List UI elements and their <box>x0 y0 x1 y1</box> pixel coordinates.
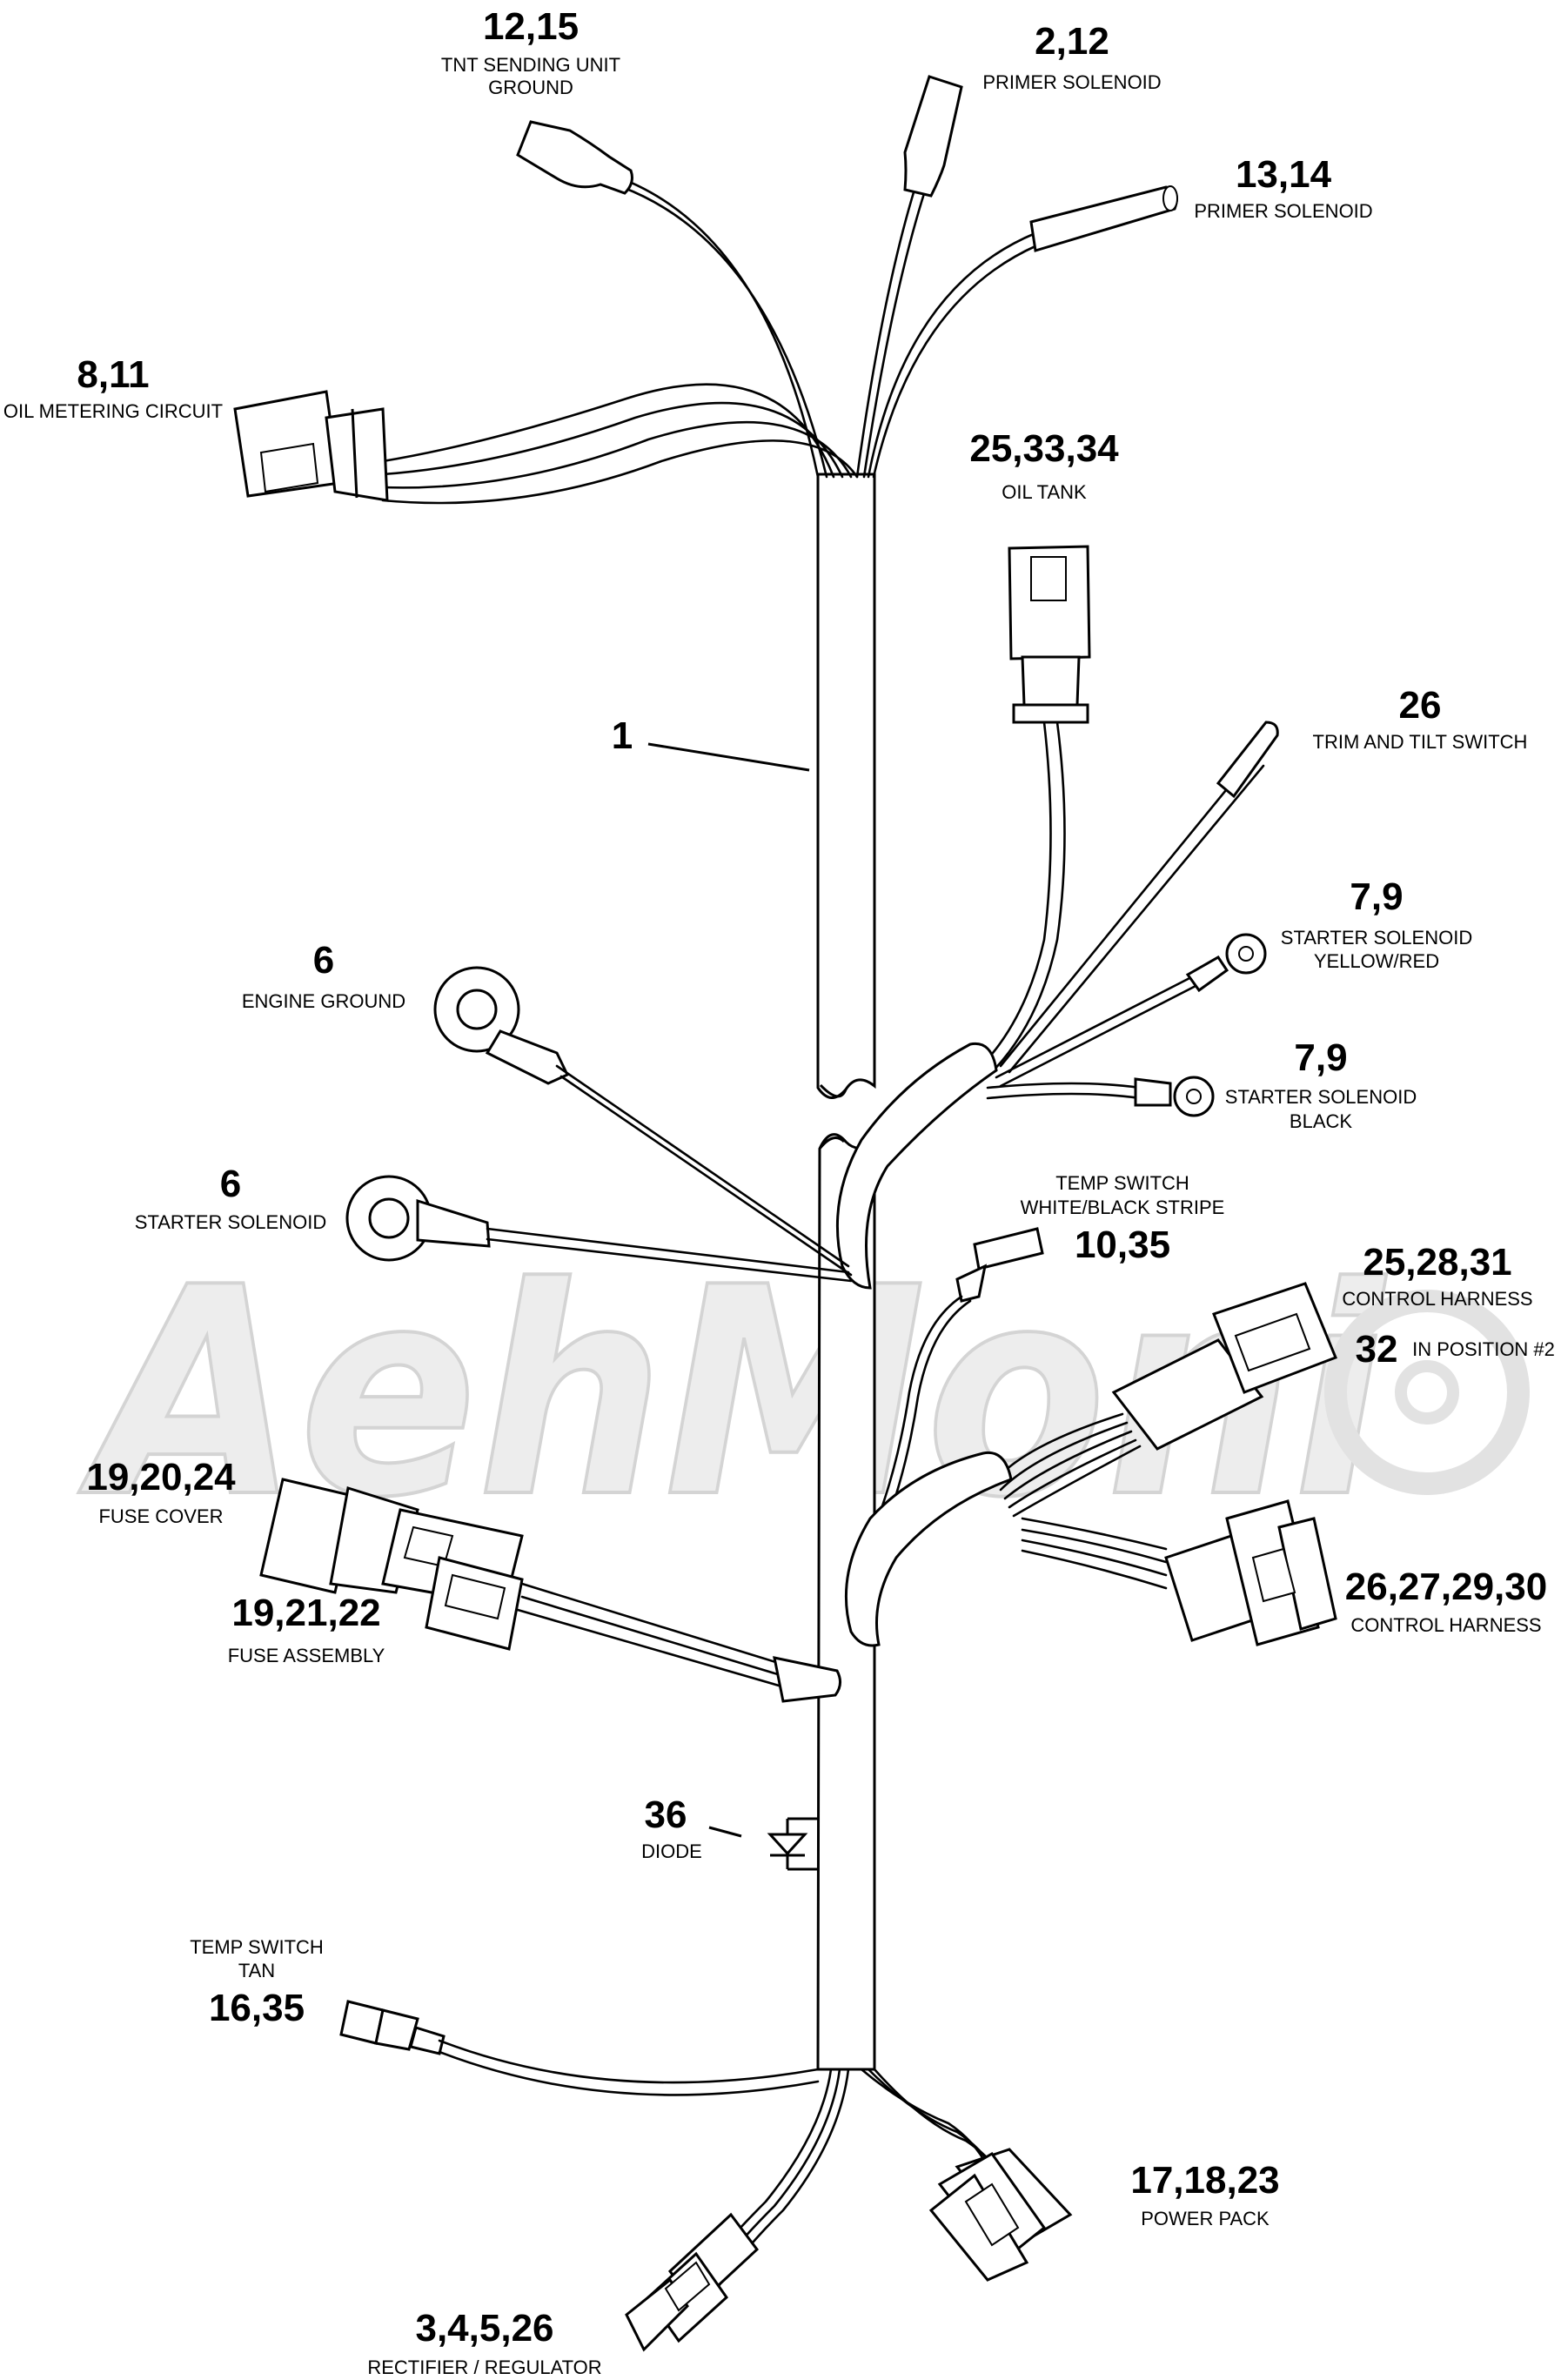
callout-8-11: 8,11 OIL METERING CIRCUIT <box>3 353 223 422</box>
callout-36: 36 DIODE <box>641 1793 702 1862</box>
primer-solenoid-connector-right <box>1029 185 1178 252</box>
callout-caption: RECTIFIER / REGULATOR <box>367 2357 601 2378</box>
callout-number: 8,11 <box>77 353 149 396</box>
callout-6-starter: 6 STARTER SOLENOID <box>135 1163 326 1233</box>
callout-caption: POWER PACK <box>1141 2208 1270 2229</box>
callout-13-14: 13,14 PRIMER SOLENOID <box>1194 153 1372 222</box>
callout-number: 1 <box>612 714 633 757</box>
callout-number: 19,21,22 <box>231 1592 380 1634</box>
starter-solenoid-yellow-red-ring <box>995 933 1267 1088</box>
callout-6-engine-ground: 6 ENGINE GROUND <box>242 939 405 1012</box>
callout-caption: TEMP SWITCH <box>190 1936 324 1958</box>
callout-7-9-black: 7,9 STARTER SOLENOID BLACK <box>1225 1036 1417 1132</box>
callout-17-18-23: 17,18,23 POWER PACK <box>1130 2159 1279 2229</box>
callout-number: 25,33,34 <box>969 427 1119 470</box>
temp-switch-tan <box>339 2000 820 2096</box>
callout-number: 12,15 <box>483 5 579 48</box>
callout-caption: GROUND <box>488 77 573 98</box>
callout-caption: IN POSITION #2 <box>1412 1338 1555 1360</box>
callout-2-12: 2,12 PRIMER SOLENOID <box>982 20 1161 93</box>
callout-number: 7,9 <box>1294 1036 1347 1079</box>
lower-loom-sleeve <box>844 1451 1013 1647</box>
callout-caption: TEMP SWITCH <box>1055 1172 1189 1194</box>
callout-12-15: 12,15 TNT SENDING UNIT GROUND <box>441 5 620 98</box>
callout-10-35: TEMP SWITCH WHITE/BLACK STRIPE 10,35 <box>1021 1172 1225 1266</box>
callout-25-33-34: 25,33,34 OIL TANK <box>969 427 1119 503</box>
callout-number: 13,14 <box>1236 153 1332 196</box>
callout-caption: CONTROL HARNESS <box>1350 1614 1541 1636</box>
top-wires <box>381 172 1039 505</box>
callout-32: 32 IN POSITION #2 <box>1356 1328 1555 1371</box>
callout-caption: STARTER SOLENOID <box>1281 927 1472 949</box>
callout-caption: PRIMER SOLENOID <box>982 71 1161 93</box>
trim-tilt-switch-lead <box>999 721 1279 1074</box>
primer-solenoid-connector-top <box>903 75 963 198</box>
leader-36 <box>708 1826 742 1838</box>
leader-1 <box>647 742 810 772</box>
callout-number: 26 <box>1399 684 1442 727</box>
callout-number: 7,9 <box>1350 875 1403 918</box>
callout-25-28-31: 25,28,31 CONTROL HARNESS <box>1342 1241 1532 1310</box>
starter-solenoid-ring <box>345 1175 853 1283</box>
callout-caption: PRIMER SOLENOID <box>1194 200 1372 222</box>
control-harness-connector-lower <box>1021 1499 1337 1646</box>
callout-caption: DIODE <box>641 1840 702 1862</box>
callout-number: 25,28,31 <box>1363 1241 1511 1284</box>
power-pack-connector <box>928 2148 1073 2282</box>
callout-19-21-22: 19,21,22 FUSE ASSEMBLY <box>228 1592 385 1666</box>
callout-3-4-5-26: 3,4,5,26 RECTIFIER / REGULATOR <box>367 2307 601 2378</box>
callout-caption: TAN <box>238 1960 275 1981</box>
starter-solenoid-black-ring <box>986 1076 1215 1117</box>
callout-number: 16,35 <box>209 1987 305 2029</box>
temp-switch-white-black <box>864 1227 1044 1555</box>
callout-number: 6 <box>220 1163 241 1205</box>
callout-caption: TNT SENDING UNIT <box>441 54 620 76</box>
callout-number: 32 <box>1356 1328 1398 1371</box>
upper-loom-sleeve <box>835 1042 998 1290</box>
diode-symbol <box>767 1817 818 1871</box>
callout-26-trim: 26 TRIM AND TILT SWITCH <box>1313 684 1528 753</box>
callout-number: 26,27,29,30 <box>1345 1565 1547 1608</box>
callout-number: 19,20,24 <box>86 1456 236 1498</box>
fuse-cover-assembly <box>259 1478 841 1703</box>
rectifier-regulator-connector <box>625 2212 760 2352</box>
oil-metering-connector <box>233 390 389 502</box>
callout-number: 6 <box>313 939 334 982</box>
control-harness-connector-upper <box>995 1282 1337 1518</box>
callout-caption: BLACK <box>1290 1110 1352 1132</box>
callout-number: 17,18,23 <box>1130 2159 1279 2202</box>
callout-number: 2,12 <box>1035 20 1109 63</box>
callout-number: 10,35 <box>1075 1224 1170 1266</box>
callout-number: 36 <box>645 1793 687 1836</box>
oil-tank-connector <box>980 545 1091 1074</box>
engine-ground-ring <box>433 966 853 1277</box>
callout-caption: WHITE/BLACK STRIPE <box>1021 1197 1225 1218</box>
callout-caption: STARTER SOLENOID <box>135 1211 326 1233</box>
callout-caption: STARTER SOLENOID <box>1225 1086 1417 1108</box>
callout-26-27-29-30: 26,27,29,30 CONTROL HARNESS <box>1345 1565 1547 1636</box>
callout-number: 3,4,5,26 <box>415 2307 553 2350</box>
callout-caption: ENGINE GROUND <box>242 990 405 1012</box>
callout-caption: OIL METERING CIRCUIT <box>3 400 223 422</box>
callout-caption: FUSE COVER <box>98 1505 223 1527</box>
callout-caption: TRIM AND TILT SWITCH <box>1313 731 1528 753</box>
callout-7-9-yellow-red: 7,9 STARTER SOLENOID YELLOW/RED <box>1281 875 1472 972</box>
callout-caption: YELLOW/RED <box>1314 950 1439 972</box>
callout-1: 1 <box>612 714 633 757</box>
callout-16-35: TEMP SWITCH TAN 16,35 <box>190 1936 324 2029</box>
tnt-sending-unit-connector <box>516 120 633 195</box>
callout-caption: OIL TANK <box>1002 481 1087 503</box>
callout-caption: FUSE ASSEMBLY <box>228 1645 385 1666</box>
callout-19-20-24: 19,20,24 FUSE COVER <box>86 1456 236 1527</box>
callout-caption: CONTROL HARNESS <box>1342 1288 1532 1310</box>
